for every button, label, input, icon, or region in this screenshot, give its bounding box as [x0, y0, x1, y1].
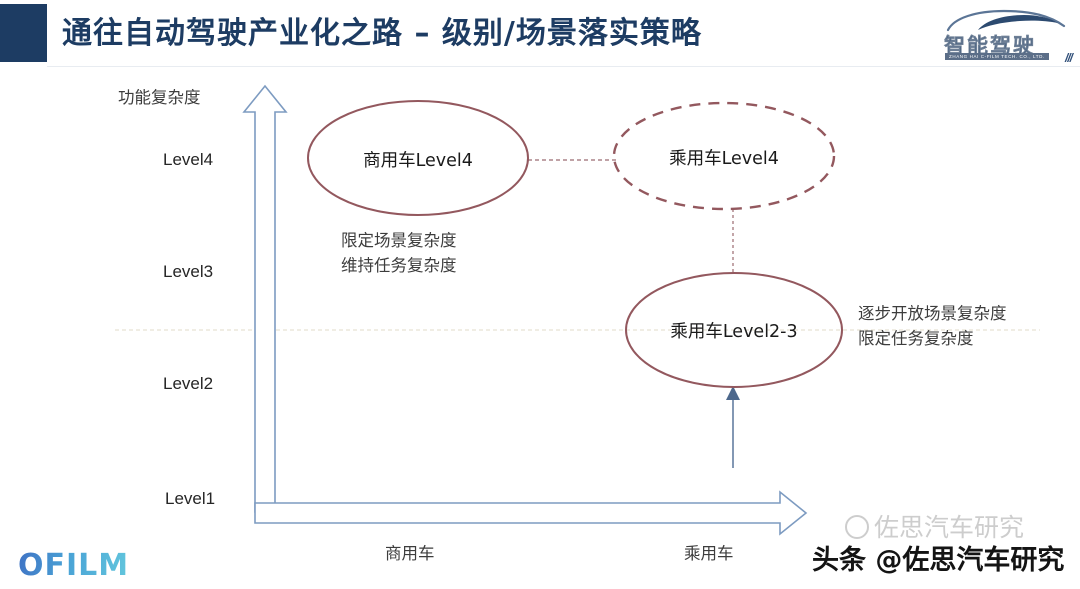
brand-logo-zhineng-jiashi: 智能驾驶 ZHANG HAI C-FILM TECH. CO., LTD. //… [938, 8, 1074, 65]
x-axis-arrow [254, 490, 808, 536]
header-accent-block [0, 4, 47, 62]
label-passenger-level4: 乘用车Level4 [669, 149, 779, 169]
car-silhouette-icon [946, 9, 1066, 32]
y-tick-level2: Level2 [163, 374, 214, 393]
y-tick-level1: Level1 [165, 489, 216, 508]
upward-progress-arrow [726, 386, 740, 468]
annotation-right: 逐步开放场景复杂度 限定任务复杂度 [858, 301, 1007, 351]
y-axis-title: 功能复杂度 [118, 88, 201, 107]
brand-logo-bars: /// [1064, 51, 1073, 65]
brand-logo-subtitle: ZHANG HAI C-FILM TECH. CO., LTD. [945, 53, 1049, 60]
annotation-right-line1: 逐步开放场景复杂度 [858, 304, 1007, 323]
annotation-left: 限定场景复杂度 维持任务复杂度 [341, 228, 457, 278]
header-divider [47, 66, 1080, 67]
y-tick-level3: Level3 [163, 262, 214, 281]
page-title: 通往自动驾驶产业化之路 – 级别/场景落实策略 [62, 16, 702, 51]
watermark-ring-icon [845, 515, 869, 539]
x-tick-commercial-vehicle: 商用车 [385, 544, 435, 563]
watermark-main: 头条 @佐思汽车研究 [812, 545, 1065, 576]
label-passenger-level2-3: 乘用车Level2-3 [670, 322, 798, 342]
ofilm-logo: OFILM [18, 548, 130, 583]
x-tick-passenger-vehicle: 乘用车 [684, 544, 734, 563]
watermark-faint: 佐思汽车研究 [845, 508, 1024, 544]
annotation-left-line2: 维持任务复杂度 [341, 256, 457, 275]
y-tick-level4: Level4 [163, 150, 214, 169]
label-commercial-level4: 商用车Level4 [363, 151, 473, 171]
watermark-faint-text: 佐思汽车研究 [874, 513, 1025, 542]
annotation-left-line1: 限定场景复杂度 [341, 231, 457, 250]
y-axis-arrow [242, 84, 288, 513]
annotation-right-line2: 限定任务复杂度 [858, 329, 974, 348]
